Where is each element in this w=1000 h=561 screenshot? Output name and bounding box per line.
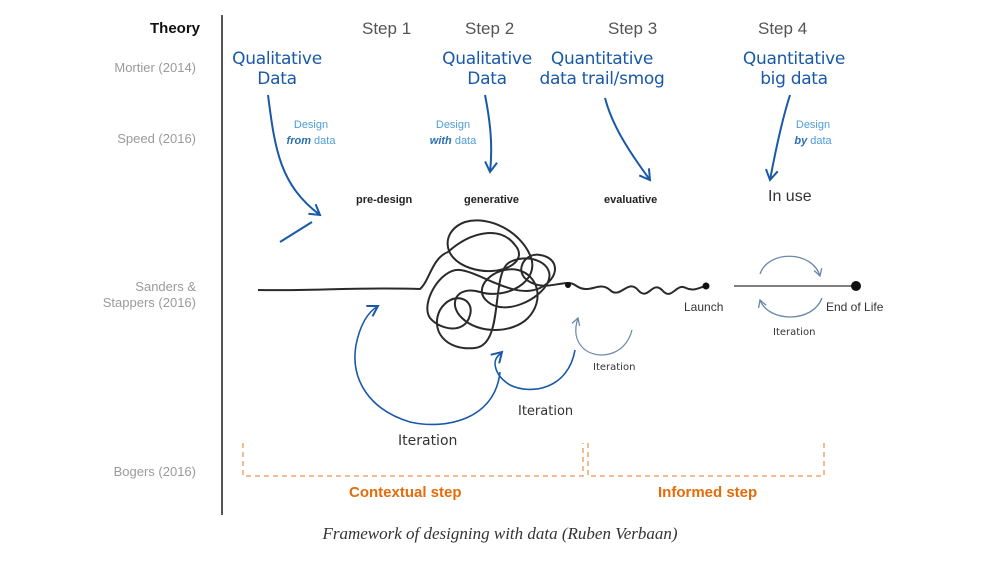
figure-caption: Framework of designing with data (Ruben … xyxy=(322,524,678,543)
phase-in-use: In use xyxy=(768,188,812,205)
in-use-loop-bottom xyxy=(758,297,823,318)
informed-step-label: Informed step xyxy=(658,484,758,501)
reference-bogers: Bogers (2016) xyxy=(113,464,196,479)
data-type-step3: Quantitative data trail/smog xyxy=(532,49,672,89)
contextual-step-label: Contextual step xyxy=(349,484,462,501)
data-type-step3-line2: data trail/smog xyxy=(539,69,665,89)
design-with-data-rest: data xyxy=(451,135,477,147)
phase-evaluative: evaluative xyxy=(604,194,658,206)
reference-sanders-line2: Stappers (2016) xyxy=(102,295,196,310)
phase-generative: generative xyxy=(464,194,520,206)
contextual-bracket xyxy=(242,443,584,477)
step-1-label: Step 1 xyxy=(362,19,412,38)
reference-sanders-line1: Sanders & xyxy=(135,279,196,294)
data-type-step1-line2: Data xyxy=(257,69,297,89)
data-type-step3-line1: Quantitative xyxy=(550,49,654,69)
design-from-data-line1: Design xyxy=(293,119,329,131)
in-use-loop-top xyxy=(759,255,823,278)
design-by-data: Design by data xyxy=(778,117,848,149)
step-4-label: Step 4 xyxy=(758,19,808,38)
design-with-data: Design with data xyxy=(418,117,488,149)
iteration-label-in-use: Iteration xyxy=(773,327,816,338)
phase-pre-design: pre-design xyxy=(356,194,413,206)
launch-label: Launch xyxy=(684,300,724,314)
iteration-label-medium: Iteration xyxy=(518,404,574,419)
arrow-step3 xyxy=(604,97,652,182)
launch-dot xyxy=(702,282,710,290)
iteration-loop-small xyxy=(571,316,633,356)
evaluative-dot xyxy=(565,282,571,288)
arrow-step1-tail xyxy=(279,221,313,243)
data-type-step4: Quantitative big data xyxy=(734,49,854,89)
data-type-step4-line2: big data xyxy=(760,69,828,89)
data-type-step2-line2: Data xyxy=(467,69,507,89)
arrow-step2 xyxy=(484,94,498,174)
theory-header: Theory xyxy=(150,20,201,37)
data-type-step2-line1: Qualitative xyxy=(442,49,532,69)
iteration-loop-medium xyxy=(490,349,576,391)
arrow-step4 xyxy=(765,94,791,182)
step-3-label: Step 3 xyxy=(608,19,658,38)
data-type-step1-line1: Qualitative xyxy=(232,49,322,69)
data-type-step1: Qualitative Data xyxy=(222,49,332,89)
informed-bracket xyxy=(587,443,825,477)
data-type-step2: Qualitative Data xyxy=(432,49,542,89)
design-by-data-rest: data xyxy=(807,135,832,147)
design-from-data-rest: data xyxy=(310,135,336,147)
design-squiggle xyxy=(257,219,707,350)
design-with-data-emph: with xyxy=(429,135,452,147)
end-of-life-label: End of Life xyxy=(826,300,884,314)
iteration-label-large: Iteration xyxy=(398,433,458,449)
design-from-data-emph: from xyxy=(286,135,311,147)
data-type-step4-line1: Quantitative xyxy=(742,49,846,69)
arrow-step1 xyxy=(267,94,322,217)
step-2-label: Step 2 xyxy=(465,19,515,38)
design-by-data-line1: Design xyxy=(795,119,831,131)
design-by-data-emph: by xyxy=(794,135,808,147)
reference-mortier: Mortier (2014) xyxy=(114,60,196,75)
iteration-loop-large xyxy=(354,304,501,426)
iteration-label-small: Iteration xyxy=(593,362,636,373)
design-with-data-line1: Design xyxy=(435,119,471,131)
end-of-life-dot xyxy=(851,281,861,291)
design-from-data: Design from data xyxy=(276,117,346,149)
reference-speed: Speed (2016) xyxy=(117,131,196,146)
